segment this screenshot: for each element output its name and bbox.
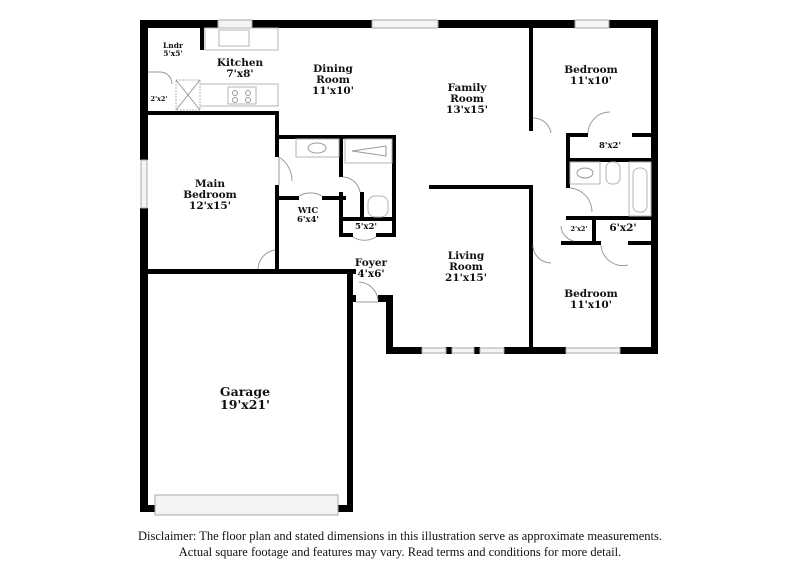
room-size: 5'x5' xyxy=(163,48,183,58)
room-name: Main xyxy=(194,178,226,190)
room-name: Lndr xyxy=(163,41,183,50)
room-size: 6'x2' xyxy=(609,222,637,234)
room-size: 11'x10' xyxy=(312,85,354,98)
room-size: 11'x10' xyxy=(570,75,612,88)
floor-plan xyxy=(140,19,658,516)
windows xyxy=(140,19,621,516)
room-name: Dining xyxy=(313,63,353,75)
exterior-walls xyxy=(140,20,658,512)
room-closet-se: 6'x2' xyxy=(598,222,648,234)
doors xyxy=(148,71,629,303)
room-name: Kitchen xyxy=(216,57,264,69)
room-size: 2'x2' xyxy=(570,225,588,233)
room-name: Bedroom xyxy=(183,189,237,202)
room-name: Living xyxy=(447,250,485,262)
disclaimer: Disclaimer: The floor plan and stated di… xyxy=(0,528,800,560)
room-name: Family xyxy=(447,82,487,94)
room-name: Garage xyxy=(219,384,271,399)
room-size: 5'x2' xyxy=(354,222,378,232)
room-size: 8'x2' xyxy=(598,141,622,151)
room-size: 7'x8' xyxy=(226,68,254,81)
room-closet-ne: 8'x2' xyxy=(590,142,630,151)
room-name: Room xyxy=(316,74,350,87)
fixtures xyxy=(175,27,652,218)
disclaimer-line-2: Actual square footage and features may v… xyxy=(178,545,622,559)
room-size: 4'x6' xyxy=(357,268,385,281)
room-name: Room xyxy=(449,261,483,274)
room-name: Bedroom xyxy=(564,64,618,76)
room-name: WIC xyxy=(297,206,319,216)
room-name: Bedroom xyxy=(564,288,618,300)
room-size: 12'x15' xyxy=(189,200,231,213)
room-closet-laundry: 2'x2' xyxy=(147,96,171,103)
room-size: 19'x21' xyxy=(220,397,270,413)
disclaimer-line-1: Disclaimer: The floor plan and stated di… xyxy=(138,529,662,543)
interior-walls xyxy=(148,28,651,347)
room-closet-small-right: 2'x2' xyxy=(565,226,593,233)
room-name: Foyer xyxy=(354,257,388,269)
room-size: 11'x10' xyxy=(570,299,612,312)
room-size: 13'x15' xyxy=(446,104,488,117)
room-size: 6'x4' xyxy=(296,214,320,225)
room-size: 21'x15' xyxy=(445,272,487,285)
room-name: Room xyxy=(450,93,484,106)
room-closet-hall: 5'x2' xyxy=(346,223,386,232)
room-size: 2'x2' xyxy=(150,95,168,103)
